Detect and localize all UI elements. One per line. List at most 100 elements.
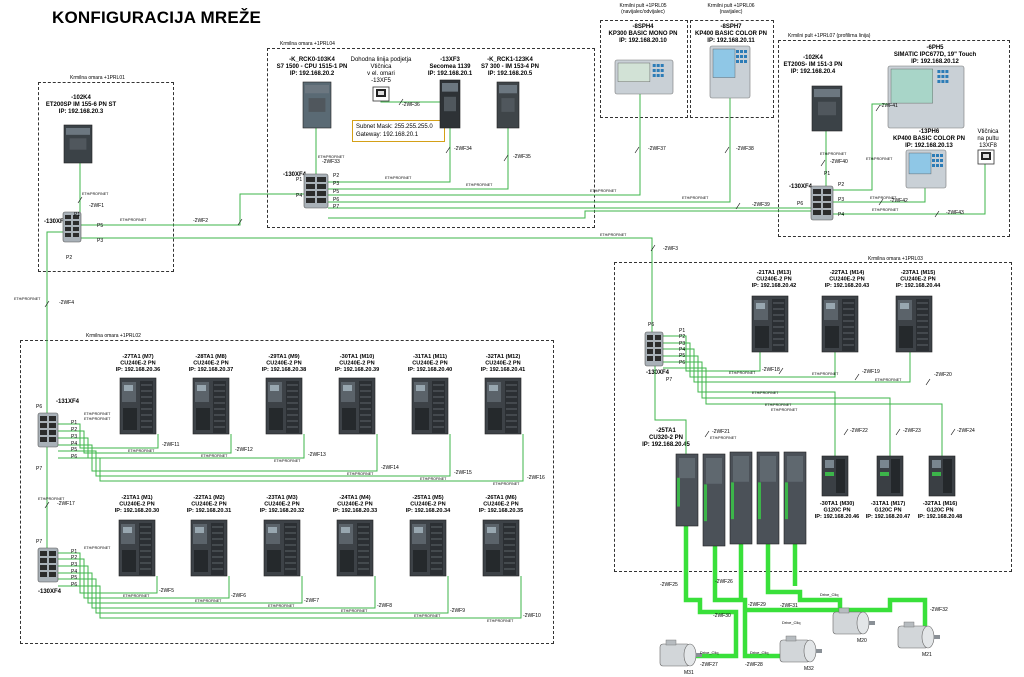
drive-heatsink bbox=[916, 299, 929, 351]
cable-tick bbox=[77, 196, 83, 204]
cable-tick bbox=[237, 218, 243, 226]
drive-prl02-bot-label: CU240E-2 PN bbox=[410, 502, 445, 508]
drive-display bbox=[341, 527, 350, 533]
switch-prl02-bot bbox=[37, 547, 59, 583]
cable-type-label: ETH/PROFINET bbox=[870, 196, 897, 200]
cu320-control bbox=[675, 453, 699, 527]
port-p1-label: P1 bbox=[824, 171, 830, 177]
motor-m21 bbox=[897, 621, 940, 649]
switch-port bbox=[813, 203, 821, 208]
drive-prl02-top-3 bbox=[265, 377, 303, 435]
switch-port bbox=[73, 215, 79, 219]
cable-wf16 bbox=[58, 434, 524, 482]
module-top bbox=[733, 456, 749, 482]
cable-wf27-label: -2WF27 bbox=[700, 662, 718, 668]
cable-tick bbox=[950, 428, 956, 436]
cable-wf36-label: -2WF36 bbox=[402, 102, 420, 108]
drive-m14 bbox=[821, 295, 859, 353]
cable-wf26-label: -2WF26 bbox=[715, 579, 733, 585]
g120c-heatsink bbox=[891, 459, 900, 493]
g120c-label: -32TA1 (M16) bbox=[923, 501, 958, 507]
port-p7-label: P7 bbox=[333, 204, 339, 210]
drive-prl03-label: IP: 192.168.20.44 bbox=[896, 283, 941, 289]
cable-tick bbox=[843, 428, 849, 436]
subnet-info-box: Subnet Mask: 255.255.255.0 Gateway: 192.… bbox=[352, 120, 445, 142]
switch-port bbox=[40, 430, 47, 435]
port-p1-label: P1 bbox=[296, 177, 302, 183]
hmi-key bbox=[936, 164, 939, 167]
drive-prl02-bot-1 bbox=[118, 519, 156, 577]
motor-terminal bbox=[665, 639, 677, 646]
cable-type-label: ETH/PROFINET bbox=[201, 454, 228, 458]
cabinet-prl03-frame bbox=[614, 262, 1012, 572]
port-p4-label: P4 bbox=[296, 193, 302, 199]
drive-prl03-label: CU240E-2 PN bbox=[756, 277, 791, 283]
drive-heatsink bbox=[213, 381, 226, 433]
cabinet-prl03-title: Krmilna omara +1PRL03 bbox=[868, 256, 923, 262]
cable-wf15-label: -2WF15 bbox=[454, 470, 472, 476]
switch-port bbox=[306, 191, 315, 196]
devices-layer bbox=[37, 45, 995, 667]
port-p6-label: P6 bbox=[797, 201, 803, 207]
drive-display bbox=[270, 385, 279, 391]
module-drivecliq bbox=[677, 477, 680, 507]
cable-wf43 bbox=[833, 164, 986, 215]
switch-port bbox=[306, 198, 315, 203]
drive-terminals bbox=[488, 408, 502, 430]
cable-type-label: ETH/PROFINET bbox=[84, 546, 111, 550]
drive-prl02-top-label: CU240E-2 PN bbox=[193, 361, 228, 367]
drive-terminals bbox=[196, 408, 210, 430]
cable-wf18 bbox=[663, 335, 761, 372]
switch-port bbox=[73, 233, 79, 237]
g120c-m30 bbox=[821, 455, 849, 497]
cable-wf4 bbox=[46, 231, 63, 413]
drive-prl02-bot-label: -23TA1 (M3) bbox=[266, 495, 297, 501]
switch-port bbox=[49, 572, 56, 577]
switch-port bbox=[49, 430, 56, 435]
switch-port bbox=[655, 335, 661, 340]
port-p7-label: P7 bbox=[36, 466, 42, 472]
cable-type-label: ETH/PROFINET bbox=[765, 403, 792, 407]
hmi-key bbox=[937, 70, 941, 73]
cabinet-prl02-frame bbox=[20, 340, 554, 644]
drive-display bbox=[900, 303, 909, 309]
socket-13xf8 bbox=[977, 149, 995, 165]
cable-wf9-label: -2WF9 bbox=[450, 608, 465, 614]
hmi-key bbox=[744, 55, 747, 58]
drive-terminals bbox=[194, 550, 208, 572]
cable-type-label: ETH/PROFINET bbox=[682, 196, 709, 200]
cable-type-label: ETH/PROFINET bbox=[710, 436, 737, 440]
motor-flange bbox=[683, 643, 697, 667]
cable-type-label: ETH/PROFINET bbox=[82, 192, 109, 196]
cable-tick bbox=[895, 428, 901, 436]
g120c-led bbox=[825, 472, 834, 476]
hmi-key bbox=[932, 164, 935, 167]
cable-wf24-label: -2WF24 bbox=[957, 428, 975, 434]
port-p3-label: P3 bbox=[333, 181, 339, 187]
cable-wf13 bbox=[58, 434, 305, 459]
cable-wf17-label: -2WF17 bbox=[57, 501, 75, 507]
module-drivecliq bbox=[785, 482, 788, 520]
cable-wf14-label: -2WF14 bbox=[381, 465, 399, 471]
cable-type-label: ETH/PROFINET bbox=[875, 378, 902, 382]
switch-label-prl07: -130XF4 bbox=[789, 184, 813, 190]
motor-label: M21 bbox=[922, 652, 932, 658]
motor-terminal bbox=[903, 621, 915, 628]
device-label-k102-left: -102K4 ET200SP IM 155-6 PN ST IP: 192.16… bbox=[45, 95, 117, 115]
hmi-key bbox=[652, 74, 656, 77]
cabinet-prl06-title: Krmilni pult +1PRL06 (navijalec) bbox=[707, 3, 754, 15]
switch-prl02-top bbox=[37, 412, 59, 448]
switch-port bbox=[65, 215, 71, 219]
socket-13xf5 bbox=[372, 86, 390, 102]
device-label-k102-right: -102K4 ET200S- IM 151-3 PN IP: 192.168.2… bbox=[783, 55, 843, 75]
module-drivecliq bbox=[704, 484, 707, 522]
drive-display bbox=[197, 385, 206, 391]
drive-display bbox=[487, 527, 496, 533]
port-p5-label: P5 bbox=[71, 447, 77, 453]
drive-prl02-top-label: CU240E-2 PN bbox=[266, 361, 301, 367]
hmi-key bbox=[940, 164, 943, 167]
drive-prl02-bot-5 bbox=[409, 519, 447, 577]
port-p6-label: P6 bbox=[36, 404, 42, 410]
subnet-gateway: Gateway: 192.168.20.1 bbox=[356, 132, 419, 138]
plc-slot bbox=[818, 101, 836, 116]
